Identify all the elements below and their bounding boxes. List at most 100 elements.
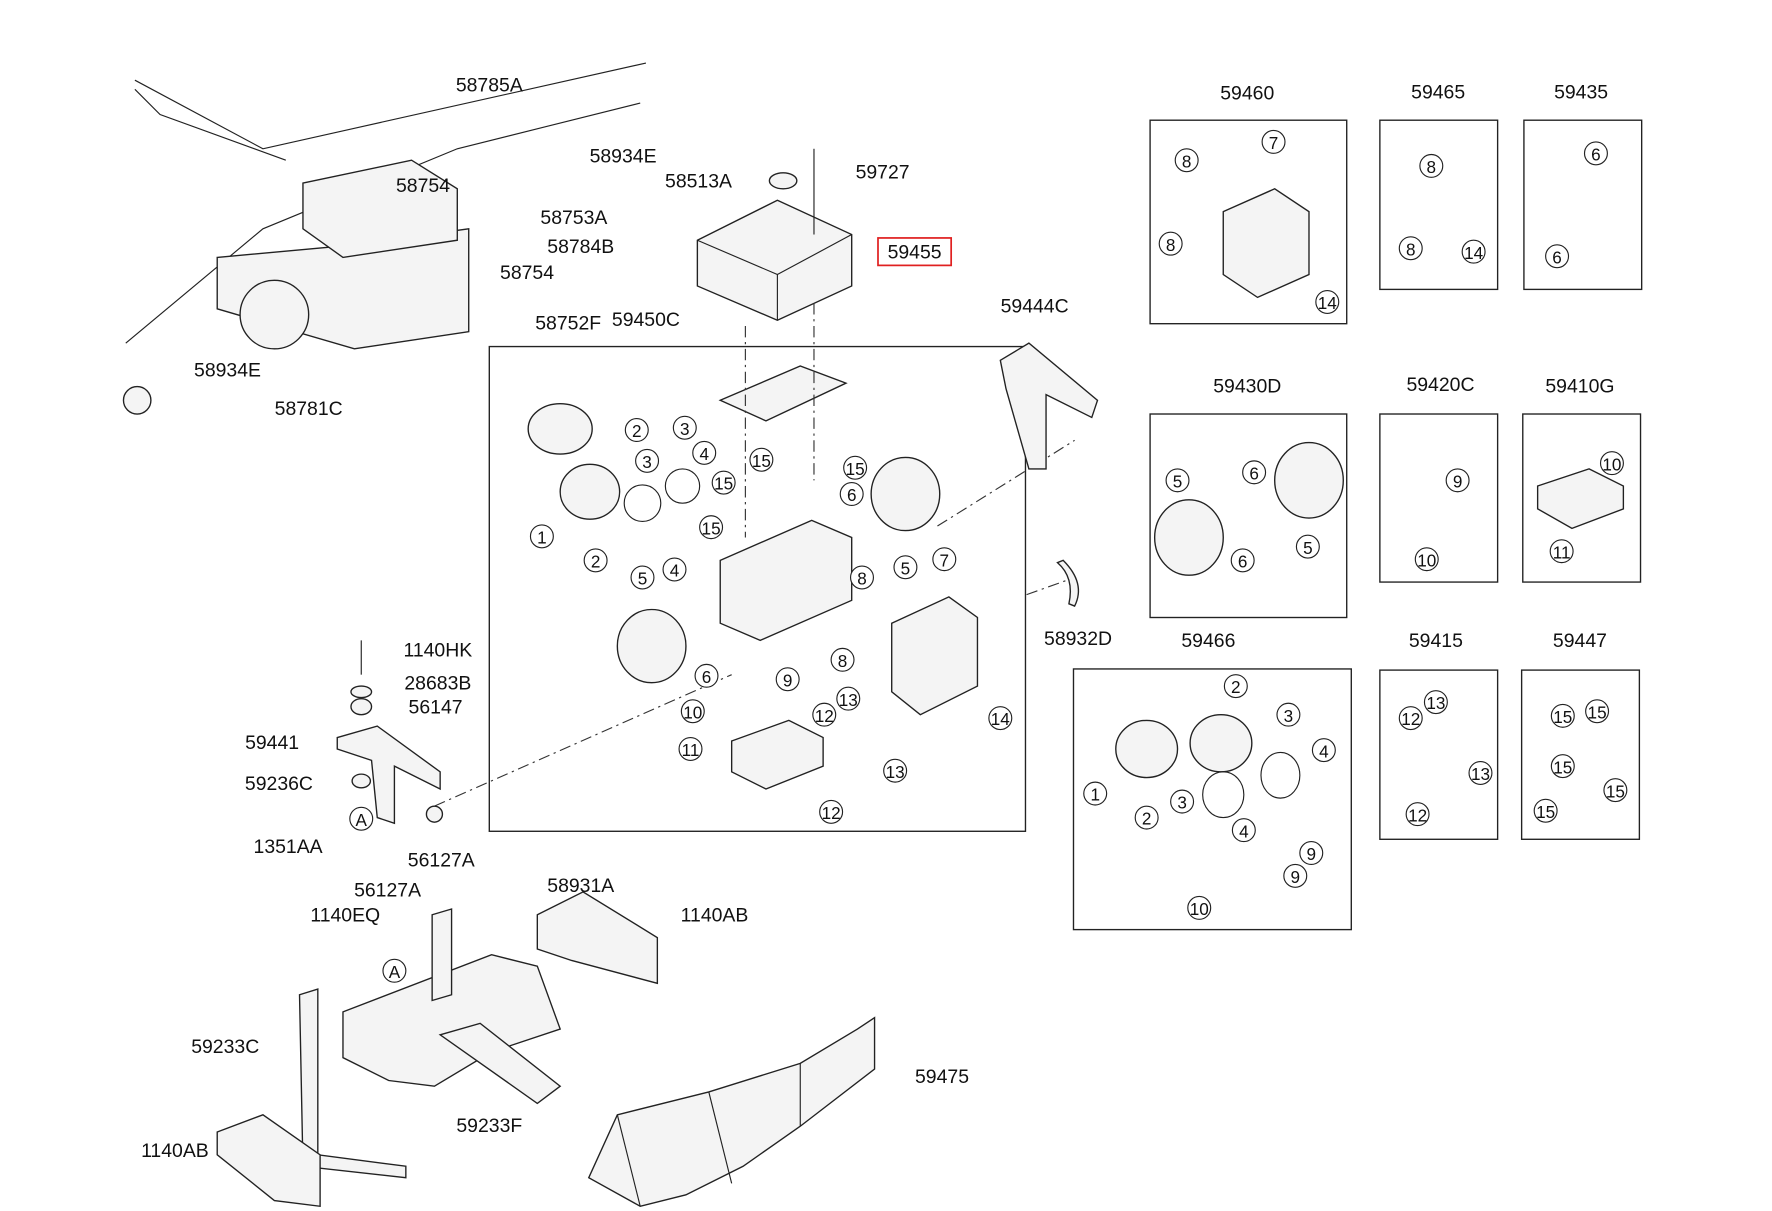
callout-circle — [1261, 129, 1286, 154]
part-label-28683B: 28683B — [404, 673, 471, 695]
callout-circle — [1295, 534, 1320, 559]
callout-circle — [775, 667, 800, 692]
callout-circle — [624, 418, 649, 443]
kit-box-59415 — [1379, 669, 1499, 840]
callout-circle — [1405, 802, 1430, 827]
callout-circle — [1170, 789, 1195, 814]
part-label-59727: 59727 — [856, 162, 910, 184]
callout-11: 11 — [682, 740, 700, 760]
callout-circle — [830, 647, 855, 672]
part-label-1140EQ: 1140EQ — [310, 905, 380, 927]
callout-8: 8 — [1182, 151, 1192, 171]
callout-13: 13 — [839, 690, 858, 710]
part-label-58934E: 58934E — [590, 146, 657, 168]
callout-14: 14 — [991, 709, 1011, 729]
part-label-58931A: 58931A — [547, 875, 614, 897]
callout-12: 12 — [815, 706, 834, 726]
callout-circle — [932, 547, 957, 572]
part-label-59475: 59475 — [915, 1066, 969, 1088]
part-label-59455: 59455 — [888, 242, 942, 264]
callout-circle — [1550, 703, 1575, 728]
callout-4: 4 — [670, 561, 680, 581]
callout-labels: 58785A58934E5875458753A58784B5875458752F… — [141, 75, 1628, 1162]
callout-circle — [839, 482, 864, 507]
callout-15: 15 — [702, 518, 721, 538]
reference-marker-a: A — [356, 810, 368, 830]
callout-9: 9 — [1307, 844, 1317, 864]
kit-box-59410G — [1522, 413, 1642, 583]
callout-7: 7 — [1269, 133, 1279, 153]
callout-6: 6 — [702, 667, 712, 687]
callout-15: 15 — [1606, 781, 1625, 801]
callout-4: 4 — [1319, 741, 1329, 761]
reference-marker-a: A — [389, 962, 401, 982]
callout-circle — [812, 702, 837, 727]
callout-15: 15 — [1553, 707, 1572, 727]
kit-box-59420C — [1379, 413, 1499, 583]
callout-6: 6 — [1249, 463, 1259, 483]
callout-circle — [1174, 148, 1199, 173]
callout-circle — [893, 555, 918, 580]
part-label-1140AB: 1140AB — [681, 905, 749, 927]
callout-circle — [1583, 141, 1608, 166]
callout-13: 13 — [886, 762, 905, 782]
callout-2: 2 — [1142, 809, 1152, 829]
callout-circle — [1468, 760, 1493, 785]
callout-circle — [1315, 289, 1340, 314]
part-label-59233F: 59233F — [456, 1115, 522, 1137]
part-label-59441: 59441 — [245, 732, 299, 754]
kit-box-59460 — [1149, 119, 1348, 325]
callout-circle — [583, 548, 608, 573]
part-label-58752F: 58752F — [535, 312, 601, 334]
callout-3: 3 — [1177, 793, 1187, 813]
callout-circle — [1230, 548, 1255, 573]
highlight-box — [877, 237, 953, 267]
callout-circle — [836, 686, 861, 711]
callout-14: 14 — [1318, 293, 1338, 313]
callout-6: 6 — [1238, 551, 1248, 571]
callout-circle — [1423, 690, 1448, 715]
callout-circle — [1585, 699, 1610, 724]
callout-circle — [849, 565, 874, 590]
callout-circle — [1165, 468, 1190, 493]
part-label-58784B: 58784B — [547, 236, 614, 258]
callout-5: 5 — [1173, 471, 1183, 491]
callout-circle — [1545, 244, 1570, 269]
kit-box-59465 — [1379, 119, 1499, 291]
callout-2: 2 — [632, 421, 642, 441]
callout-circle — [672, 415, 697, 440]
part-label-59444C: 59444C — [1001, 295, 1069, 317]
callout-8: 8 — [1427, 157, 1437, 177]
callout-circle — [635, 448, 660, 473]
callout-circle — [1603, 778, 1628, 803]
callout-6: 6 — [847, 485, 857, 505]
callout-circle — [1231, 818, 1256, 843]
callout-circle — [1398, 706, 1423, 731]
callout-circle — [529, 524, 554, 549]
kit-box-59466 — [1072, 668, 1352, 931]
callout-circle — [382, 958, 407, 983]
callout-circle — [1311, 738, 1336, 763]
part-label-58513A: 58513A — [665, 171, 732, 193]
part-label-1140HK: 1140HK — [403, 639, 472, 661]
assembly-box-59450C — [488, 345, 1027, 832]
kit-title-59410G: 59410G — [1545, 375, 1614, 397]
callout-circle — [749, 447, 774, 472]
callout-2: 2 — [591, 551, 601, 571]
callout-circle — [883, 758, 908, 783]
callout-circle — [662, 557, 687, 582]
callout-circle — [843, 455, 868, 480]
callout-circle — [1276, 702, 1301, 727]
part-label-59450C: 59450C — [612, 309, 680, 331]
callout-15: 15 — [714, 474, 733, 494]
kit-title-59420C: 59420C — [1406, 374, 1474, 396]
callout-12: 12 — [822, 803, 841, 823]
kit-title-59415: 59415 — [1409, 630, 1463, 652]
callout-circle — [988, 706, 1013, 731]
kit-title-59447: 59447 — [1553, 630, 1607, 652]
callout-10: 10 — [1602, 454, 1621, 474]
callout-9: 9 — [783, 670, 793, 690]
part-label-58754: 58754 — [396, 175, 450, 197]
callout-10: 10 — [1417, 550, 1436, 570]
callout-circle — [711, 470, 736, 495]
